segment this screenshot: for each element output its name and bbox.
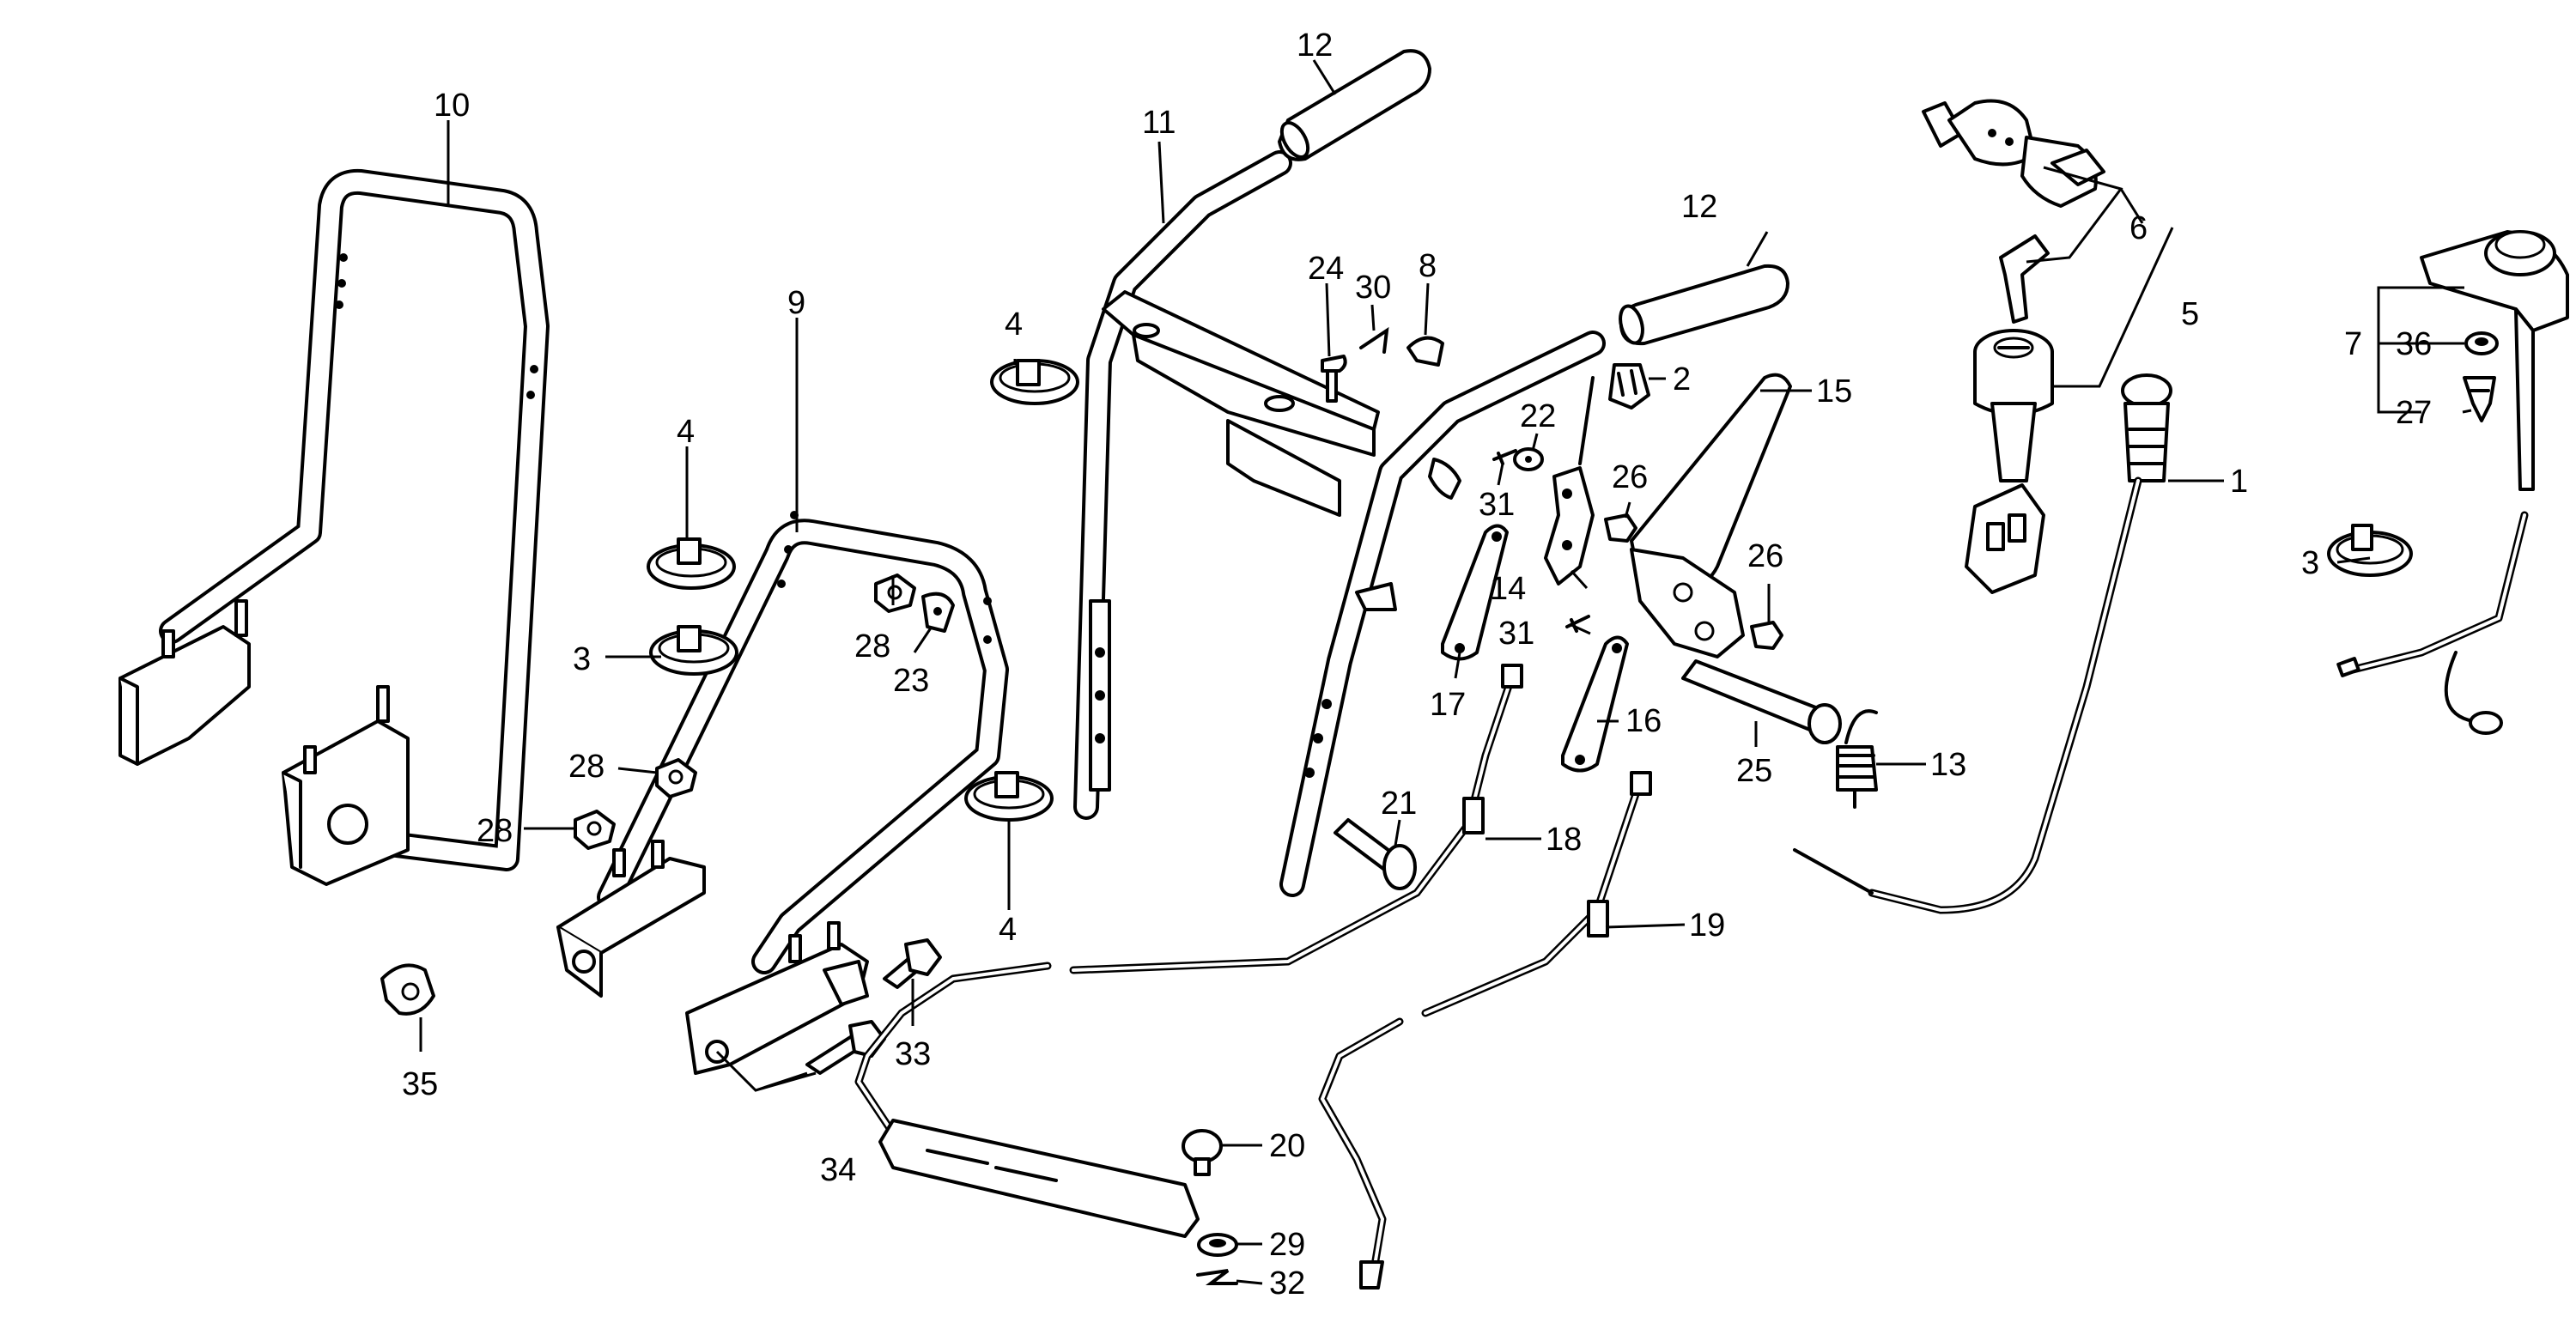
part-16-link[interactable]: [1561, 635, 1629, 773]
callout-7: 7: [2344, 326, 2362, 362]
callout-12: 12: [1297, 27, 1333, 64]
callout-30: 30: [1355, 270, 1391, 306]
part-27-screw[interactable]: [2463, 376, 2496, 422]
callout-20: 20: [1269, 1128, 1305, 1164]
part-15-lever[interactable]: [1630, 373, 1792, 658]
part-26-bolt-a[interactable]: [1604, 513, 1637, 543]
callout-labels: 10 9 4 3 28 23 28 28 35 34 33 4 4 11 12 …: [402, 27, 2432, 1302]
part-1-throttle-cable[interactable]: [1793, 373, 2172, 914]
callout-9: 9: [787, 285, 805, 321]
part-28-nut-c[interactable]: [574, 810, 616, 850]
callout-27: 27: [2396, 395, 2432, 431]
callout-31: 31: [1479, 487, 1515, 523]
callout-36: 36: [2396, 326, 2432, 362]
part-17-link[interactable]: [1441, 524, 1509, 661]
callout-21: 21: [1381, 786, 1417, 822]
callout-1: 1: [2230, 464, 2248, 500]
callout-11: 11: [1142, 105, 1176, 141]
callout-15: 15: [1816, 373, 1852, 410]
part-22-washer[interactable]: [1513, 447, 1544, 471]
part-35-clamp-small[interactable]: [380, 963, 435, 1016]
part-4-clamp-center[interactable]: [990, 359, 1079, 405]
part-9-frame[interactable]: [556, 511, 1009, 1075]
part-14-bracket[interactable]: [1544, 376, 1595, 586]
callout-28: 28: [568, 749, 605, 785]
part-3-clamp-left[interactable]: [649, 625, 738, 676]
callout-17: 17: [1430, 687, 1466, 723]
part-11-main-handle[interactable]: [1073, 150, 1606, 897]
part-21-bolt[interactable]: [1334, 818, 1417, 890]
part-2-knob[interactable]: [1608, 363, 1650, 410]
part-28-nut-b[interactable]: [655, 758, 697, 798]
callout-18: 18: [1546, 822, 1582, 858]
part-7-throttle-control[interactable]: [2336, 230, 2569, 735]
callout-12: 12: [1681, 189, 1717, 225]
part-19-cable[interactable]: [1318, 771, 1652, 1289]
callout-35: 35: [402, 1066, 438, 1102]
part-10-frame-bracket[interactable]: [118, 168, 550, 886]
callout-32: 32: [1269, 1265, 1305, 1302]
callout-4: 4: [1005, 306, 1023, 343]
part-36-washer[interactable]: [2464, 331, 2499, 355]
part-20-knob[interactable]: [1182, 1129, 1223, 1176]
part-33-bolt[interactable]: [883, 938, 942, 989]
part-23-clip[interactable]: [921, 592, 955, 633]
callout-29: 29: [1269, 1227, 1305, 1263]
callout-19: 19: [1689, 907, 1725, 944]
callout-4: 4: [677, 414, 695, 450]
part-26-bolt-b[interactable]: [1750, 621, 1783, 650]
callout-24: 24: [1308, 251, 1344, 287]
part-31-pin-a[interactable]: [1492, 449, 1517, 465]
callout-14: 14: [1490, 571, 1526, 607]
part-13-spring[interactable]: [1836, 709, 1878, 809]
part-24-bolt[interactable]: [1321, 355, 1347, 403]
part-32-clip[interactable]: [1196, 1269, 1238, 1285]
part-8-clip[interactable]: [1406, 336, 1444, 367]
leader-lines: [419, 59, 2472, 1285]
callout-16: 16: [1625, 703, 1662, 739]
callout-3: 3: [2301, 545, 2319, 581]
callout-10: 10: [434, 88, 470, 124]
part-4-clamp-lower[interactable]: [964, 771, 1054, 822]
callout-22: 22: [1520, 398, 1556, 434]
callout-34: 34: [820, 1152, 856, 1188]
part-18-cable[interactable]: [854, 664, 1523, 1238]
callout-31: 31: [1498, 616, 1534, 652]
callout-5: 5: [2181, 296, 2199, 332]
part-12-grip-lower[interactable]: [1617, 264, 1789, 346]
callout-6: 6: [2129, 210, 2148, 246]
part-3-clamp-right[interactable]: [2327, 524, 2413, 577]
callout-2: 2: [1673, 361, 1691, 397]
callout-8: 8: [1419, 248, 1437, 284]
part-6-key-set[interactable]: [1922, 99, 2105, 324]
callout-26: 26: [1612, 459, 1648, 495]
part-4-clamp-left[interactable]: [647, 537, 736, 590]
part-12-grip-upper[interactable]: [1277, 49, 1431, 161]
callout-28: 28: [854, 628, 890, 664]
callout-33: 33: [895, 1036, 931, 1072]
callout-23: 23: [893, 663, 929, 699]
callout-26: 26: [1747, 538, 1783, 574]
callout-13: 13: [1930, 747, 1966, 783]
part-29-washer[interactable]: [1197, 1233, 1238, 1257]
part-30-pin[interactable]: [1359, 326, 1389, 354]
callout-4: 4: [999, 912, 1017, 948]
callout-25: 25: [1736, 753, 1772, 789]
callout-28: 28: [477, 813, 513, 849]
part-25-pin[interactable]: [1681, 659, 1842, 744]
part-28-nut-a[interactable]: [874, 573, 916, 613]
part-5-ignition-switch[interactable]: [1965, 329, 2054, 594]
callout-3: 3: [573, 641, 591, 677]
